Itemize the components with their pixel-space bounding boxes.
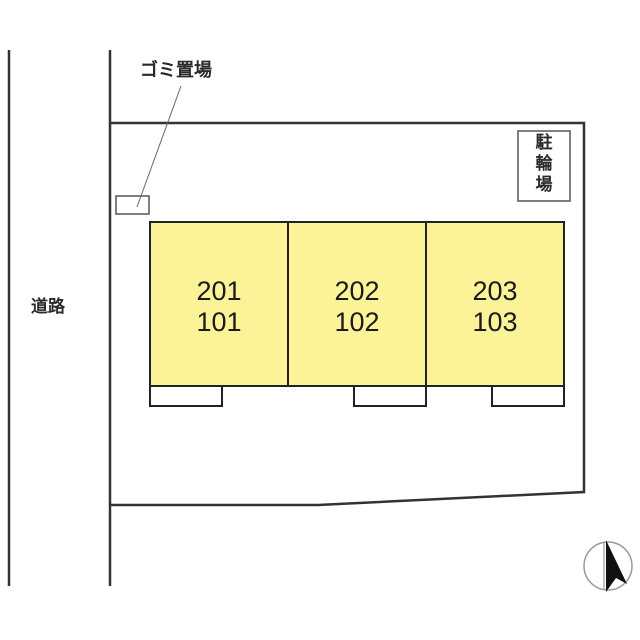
unit-number-lower: 101 (196, 307, 242, 337)
balcony-1 (149, 385, 223, 407)
unit-label-3: 203 103 (426, 276, 564, 338)
bicycle-parking-label: 駐 輪 場 (534, 133, 554, 196)
unit-block-2 (287, 221, 427, 387)
unit-block-1 (149, 221, 289, 387)
bicycle-parking-char-2: 輪 (535, 154, 553, 174)
unit-label-1: 201 101 (150, 276, 288, 338)
garbage-area-label: ゴミ置場 (140, 60, 212, 81)
unit-label-2: 202 102 (288, 276, 426, 338)
bicycle-parking-box (517, 130, 571, 202)
site-boundary (110, 121, 586, 507)
garbage-leader-line (136, 85, 182, 208)
unit-number-upper: 203 (472, 276, 518, 306)
garbage-area-box (115, 195, 150, 215)
unit-number-upper: 201 (196, 276, 242, 306)
road-label: 道路 (31, 297, 65, 317)
unit-number-lower: 102 (334, 307, 380, 337)
balcony-3 (491, 385, 565, 407)
bicycle-parking-char-3: 場 (535, 175, 553, 195)
unit-number-lower: 103 (472, 307, 518, 337)
balcony-2 (353, 385, 427, 407)
bicycle-parking-char-1: 駐 (535, 133, 553, 153)
unit-number-upper: 202 (334, 276, 380, 306)
north-arrow-icon (583, 540, 633, 592)
unit-block-3 (425, 221, 565, 387)
